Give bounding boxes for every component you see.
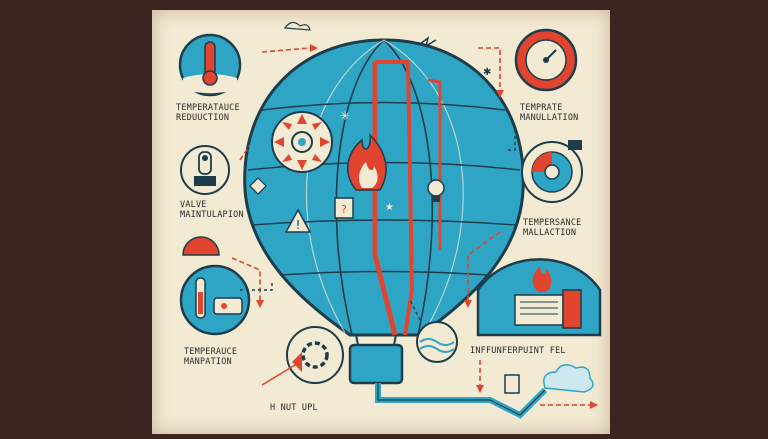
gauge-icon (514, 28, 578, 92)
svg-text:✱: ✱ (483, 67, 491, 78)
svg-text:!: ! (296, 218, 301, 232)
bulb-icon (427, 179, 445, 202)
thermometer-gauge-icon (179, 264, 251, 336)
flame-icon (346, 132, 387, 191)
thermometer-icon (178, 33, 242, 97)
svg-text:?: ? (341, 203, 347, 216)
pipe (375, 374, 548, 419)
warning-icon: ! ? (249, 177, 354, 233)
gear-icon (271, 111, 333, 173)
dome-icon (182, 236, 220, 256)
label-influnferpuint: INFFUNFERPUINT FEL (470, 346, 566, 356)
svg-text:★: ★ (385, 202, 394, 213)
gear-arrow-icon (261, 326, 344, 386)
heater-icon (476, 258, 602, 337)
valve-icon (180, 145, 230, 195)
dial-icon (521, 140, 583, 203)
cloud-icon (543, 364, 594, 393)
basket (348, 343, 404, 385)
svg-text:✳: ✳ (340, 109, 350, 123)
water-icon (416, 321, 458, 363)
label-hnut: H NUT UPL (270, 403, 318, 413)
